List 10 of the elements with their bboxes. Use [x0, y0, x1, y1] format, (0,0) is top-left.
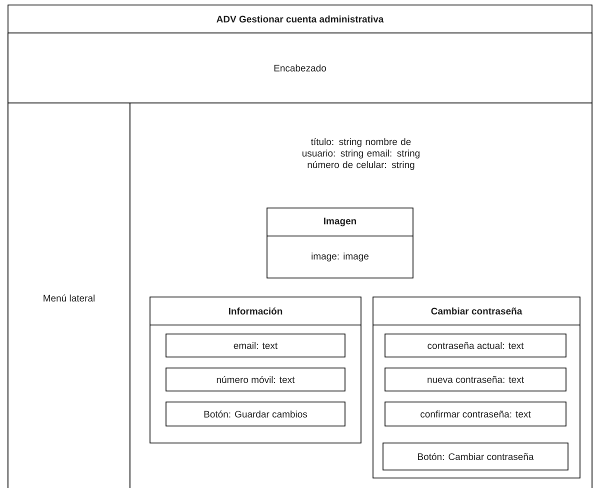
field-box: número móvil: text	[166, 368, 346, 392]
field-box: nueva contraseña: text	[384, 368, 566, 392]
class-box: Imagen image: image	[266, 208, 414, 278]
header-band: Encabezado	[8, 32, 592, 104]
side-menu-panel: Menú lateral	[8, 102, 130, 488]
field-box: contraseña actual: text	[384, 334, 566, 358]
field-box: confirmar contraseña: text	[384, 402, 566, 426]
button-box: Botón: Cambiar contraseña	[382, 442, 568, 470]
field-box: email: text	[166, 334, 346, 358]
button-box: Botón: Guardar cambios	[166, 402, 346, 426]
